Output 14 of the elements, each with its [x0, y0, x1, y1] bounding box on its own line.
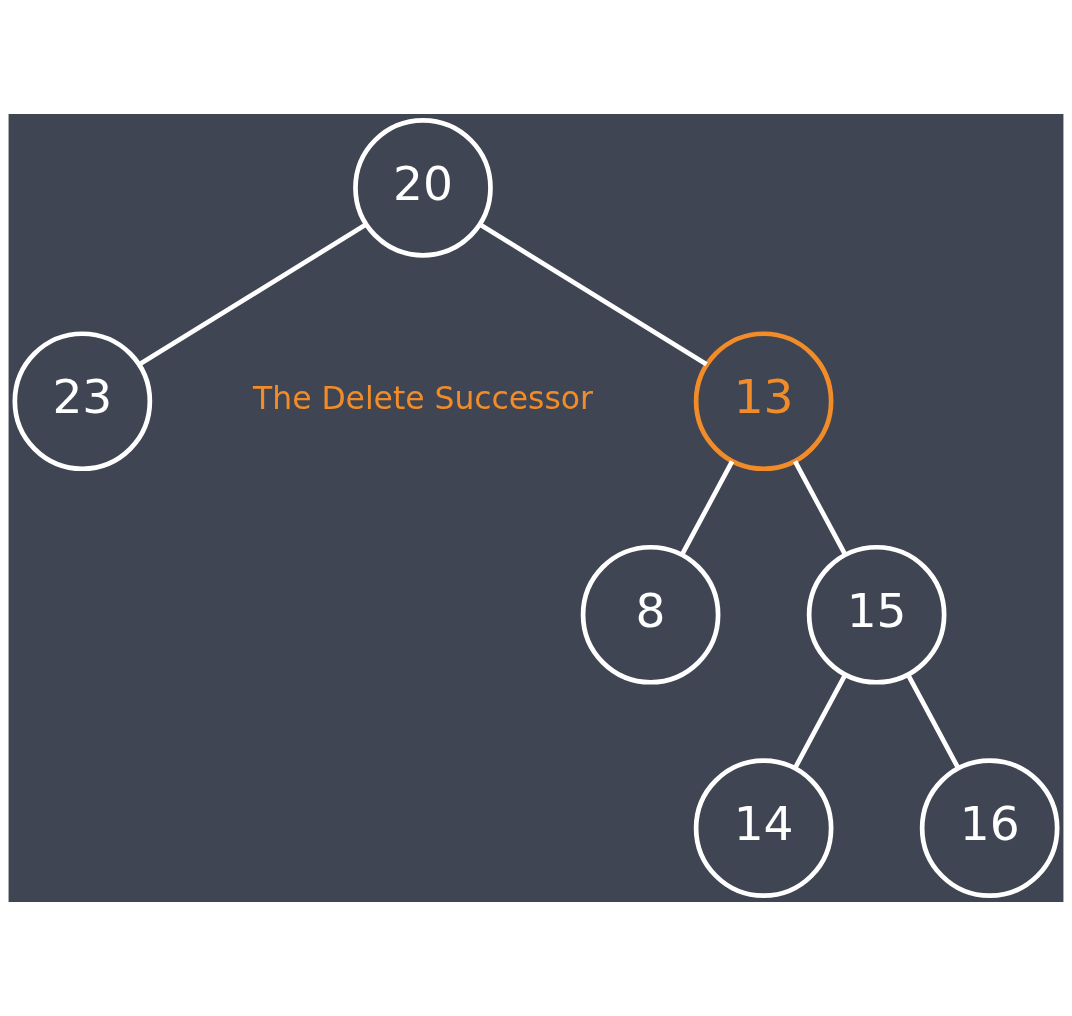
node-circle: 16	[919, 758, 1060, 899]
node-circle: 20	[353, 117, 493, 258]
connector	[793, 460, 848, 556]
node-label: The Delete Successor	[253, 380, 593, 417]
node-circle: 8	[580, 544, 721, 685]
node-circle: 13	[693, 331, 834, 472]
node-circle: 14	[693, 758, 834, 899]
connector	[138, 222, 368, 367]
connector	[792, 673, 848, 770]
connector	[906, 673, 961, 770]
node-circle: 15	[806, 544, 947, 685]
connector	[679, 460, 735, 556]
node-circle: 23	[12, 331, 153, 472]
connector	[478, 222, 708, 367]
